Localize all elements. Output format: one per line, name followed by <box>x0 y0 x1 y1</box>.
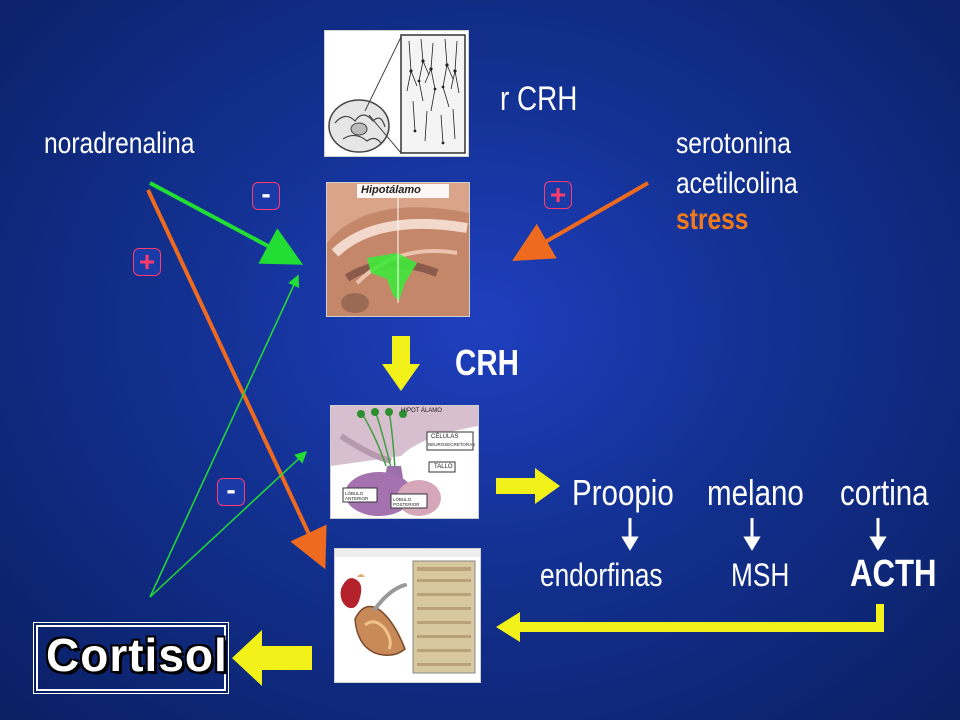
inhibit-sign-bottom: - <box>217 476 245 506</box>
neurotransmitter-stimulate-arrow <box>512 181 649 261</box>
cortisol-label: Cortisol <box>46 629 228 681</box>
pituitary-image: HIPOT ÁLAMO CÉLULAS NEUROSECRETORAS TALL… <box>330 405 479 519</box>
brain-neurons-drawing <box>328 34 466 154</box>
serotonina-label: serotonina <box>676 127 791 160</box>
pituitary-hipotalamo-label: HIPOT ÁLAMO <box>401 408 442 414</box>
pituitary-lobulo-anterior-label: LÓBULO ANTERIOR <box>345 491 369 501</box>
noradrenalina-label: noradrenalina <box>44 127 195 160</box>
cortina-label: cortina <box>840 472 929 513</box>
inhibit-sign-top: - <box>252 180 280 210</box>
acetilcolina-label: acetilcolina <box>676 167 798 200</box>
adrenal-gland-drawing <box>335 549 480 674</box>
cortisol-box <box>36 625 226 691</box>
pituitary-drawing <box>331 406 478 516</box>
crh-label: CRH <box>455 342 519 383</box>
hypothalamus-image: Hipotálamo <box>326 182 470 317</box>
endorfinas-label: endorfinas <box>540 557 663 593</box>
pituitary-neurosecretoras-label: NEUROSECRETORAS <box>428 442 476 447</box>
pituitary-to-pomc-arrow <box>496 468 560 504</box>
stimulate-sign-top-right: + <box>544 181 572 209</box>
hypothalamus-drawing <box>327 183 469 316</box>
pituitary-tallo-label: TALLO <box>434 464 453 470</box>
acth-to-adrenal-arrow <box>496 604 884 642</box>
stress-label: stress <box>676 203 749 236</box>
acth-label: ACTH <box>850 553 937 595</box>
crh-down-arrow <box>382 336 420 391</box>
pituitary-lobulo-posterior-label: LÓBULO POSTERIOR <box>393 497 420 507</box>
melano-label: melano <box>707 472 804 513</box>
hypothalamus-caption: Hipotálamo <box>361 184 421 196</box>
stimulate-sign-left: + <box>133 248 161 276</box>
noradrenalina-stimulate-arrow <box>146 189 327 570</box>
brain-neurons-image <box>324 30 469 157</box>
msh-label: MSH <box>731 557 790 593</box>
adrenal-gland-image <box>334 548 481 683</box>
adrenal-to-cortisol-arrow <box>232 630 312 686</box>
cortisol-feedback-hypothalamus-arrow <box>149 274 300 598</box>
receptor-crh-label: r CRH <box>500 80 578 118</box>
pituitary-celulas-label: CÉLULAS <box>431 434 459 440</box>
proopio-label: Proopio <box>572 472 674 513</box>
